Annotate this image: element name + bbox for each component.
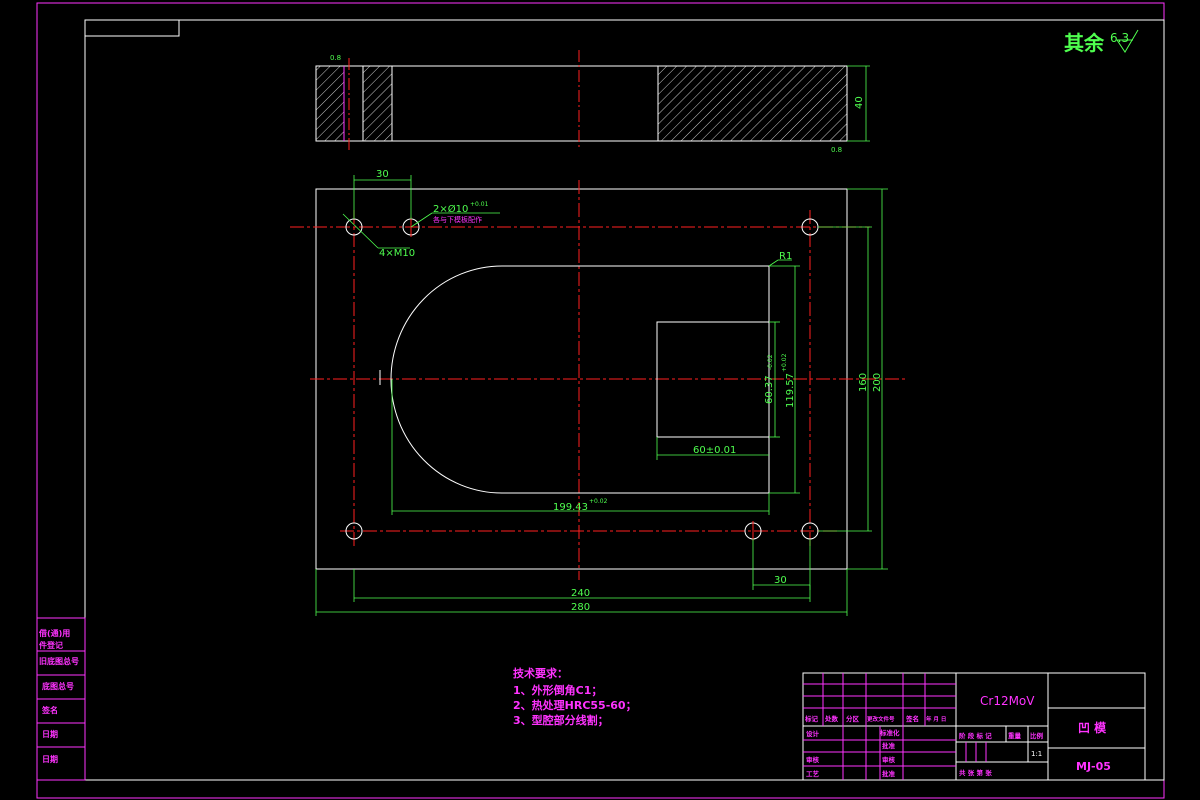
rev-header-3: 分区 [846,714,860,723]
roughness-small-2: 0.8 [831,146,842,154]
dim-60: 60±0.01 [693,445,736,456]
role-standard: 标准化 [879,728,900,737]
dim-119-57-tol: +0.02 [781,353,788,372]
role-approve-right: 批准 [882,769,896,778]
section-view: 0.8 0.8 40 [315,50,870,154]
scale-label: 比例 [1030,731,1044,740]
dim-199-43-tol: +0.02 [589,498,608,505]
role-review-right: 审核 [882,755,896,764]
tech-line-3: 3、型腔部分线割； [513,713,609,727]
dim-height-40: 40 [854,96,865,109]
side-label-4: 底图总号 [41,681,74,691]
dim-160: 160 [858,373,869,392]
part-name: 凹 模 [1078,720,1107,735]
tech-requirements: 技术要求： 1、外形倒角C1； 2、热处理HRC55-60； 3、型腔部分线割； [513,666,637,727]
role-process: 工艺 [806,769,820,778]
rev-header-5: 签名 [905,714,919,723]
corner-box [84,19,180,37]
roughness-value: 6.3 [1110,31,1129,45]
side-label-7: 日期 [42,754,58,764]
dim-top-30: 30 [376,169,389,180]
dim-199-43: 199.43 [553,502,588,513]
plan-view: 30 2×Ø10 +0.01 各与下模板配作 4×M10 R1 60.37 -0… [290,169,908,616]
rev-header-4: 更改文件号 [867,715,895,723]
tech-line-2: 2、热处理HRC55-60； [513,698,637,712]
roughness-label: 其余 [1064,31,1105,55]
title-block: 标记 处数 分区 更改文件号 签名 年 月 日 设计 审核 工艺 标准化 批准 … [802,672,1146,781]
outer-border [36,2,1165,799]
thread-spec: 4×M10 [379,248,415,259]
dim-60-37: 60.37 [764,375,775,404]
rev-header-6: 年 月 日 [926,715,946,723]
dim-bottom-30: 30 [774,575,787,586]
hole-note: 各与下模板配作 [433,215,482,224]
rev-header-2: 处数 [824,714,839,723]
cavity-square [656,321,770,438]
tech-title: 技术要求： [513,666,568,680]
scale-value: 1:1 [1031,750,1042,758]
dim-119-57: 119.57 [785,373,796,408]
sheets: 共 张 第 张 [959,768,992,777]
hole-spec: 2×Ø10 [433,203,468,215]
side-label-6: 日期 [42,729,58,739]
side-label-1: 借(通)用 [38,628,70,638]
side-panel: 借(通)用 件登记 旧底图总号 底图总号 签名 日期 日期 [36,617,86,781]
side-label-5: 签名 [41,705,58,715]
weight-label: 重量 [1008,731,1022,740]
role-review: 审核 [806,755,820,764]
roughness-check-icon [1116,29,1139,53]
roughness-small-1: 0.8 [330,54,341,62]
hole-spec-tol: +0.01 [470,201,489,208]
dim-200: 200 [872,373,883,392]
rev-header-1: 标记 [804,714,819,723]
role-design: 设计 [806,729,820,738]
dim-280: 280 [571,602,590,613]
hole [345,522,363,540]
role-approve-mid: 批准 [882,741,896,750]
tech-line-1: 1、外形倒角C1； [513,683,602,697]
dim-240: 240 [571,588,590,599]
stage-mark: 阶 段 标 记 [959,731,992,740]
dim-r1: R1 [779,251,792,262]
side-label-2: 件登记 [39,640,63,650]
side-label-3: 旧底图总号 [39,656,79,666]
drawing-number: MJ-05 [1076,760,1111,773]
dim-60-37-tol: -0.02 [767,354,774,370]
material: Cr12MoV [980,694,1035,708]
inner-border [84,19,1165,781]
